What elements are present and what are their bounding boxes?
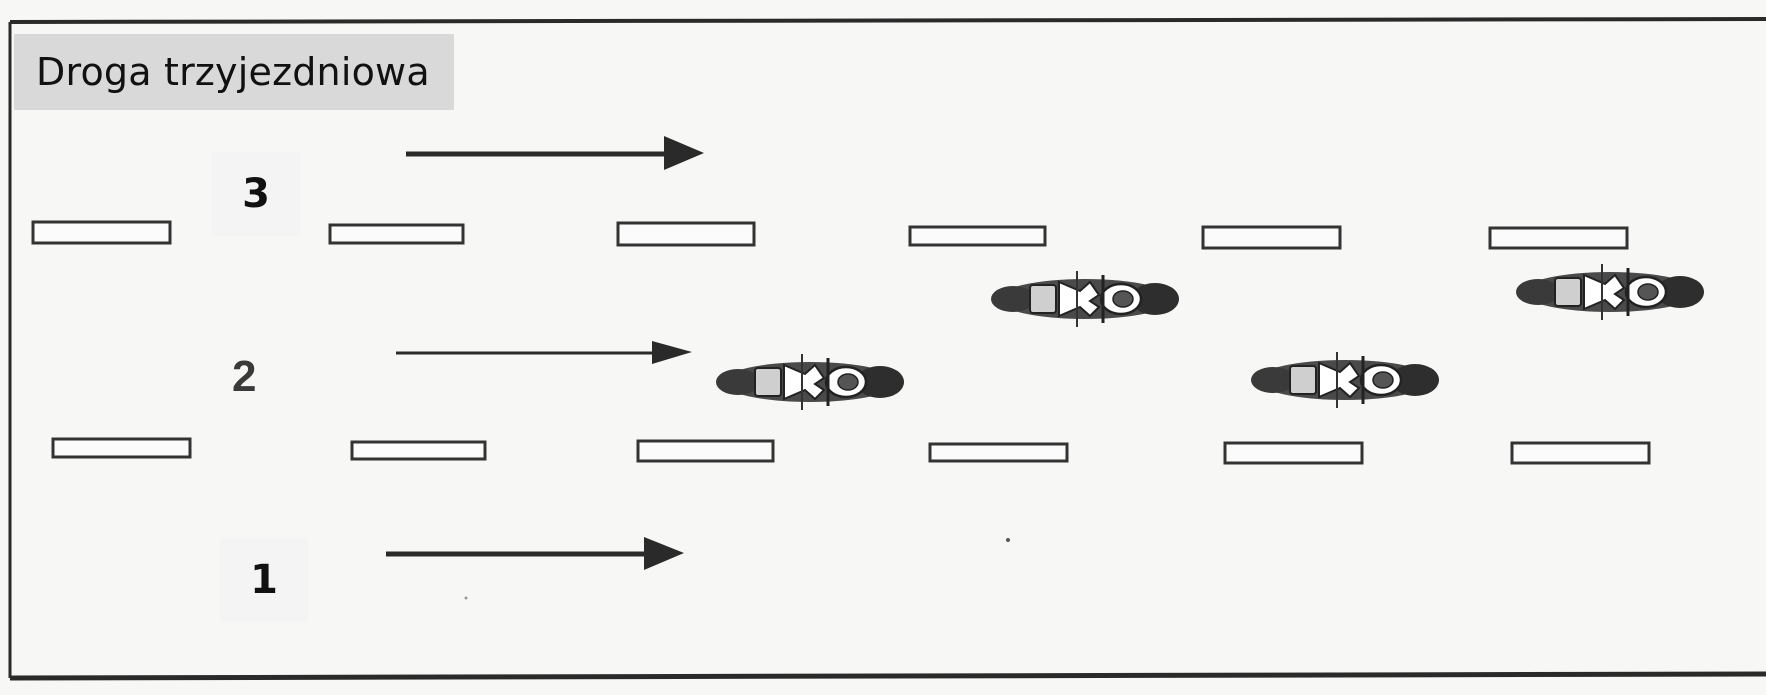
lane-marking (928, 442, 1069, 463)
lane-marking (31, 220, 172, 245)
direction-arrow-icon (386, 537, 684, 570)
lane-marking (1201, 225, 1342, 250)
lane-marking (1488, 226, 1629, 250)
motorcycle-icon (1249, 350, 1441, 410)
lane-divider-upper (31, 220, 1629, 250)
road-edge-bottom (9, 671, 1766, 681)
motorcycle-icon (1514, 262, 1706, 322)
lane-marking (636, 439, 775, 463)
lane-marking (1223, 441, 1364, 465)
lane-label-3: 3 (212, 152, 300, 236)
diagram-title: Droga trzyjezdniowa (14, 34, 454, 110)
lane-label-1: 1 (220, 538, 308, 622)
motorcycle-icon (714, 352, 906, 412)
motorcycle-icon (989, 269, 1181, 329)
road-edge-top (9, 17, 1766, 24)
lane-marking (616, 221, 756, 247)
lane-marking (328, 223, 465, 245)
lane-divider-lower (51, 437, 1651, 465)
road-speck (464, 596, 468, 600)
lane-label-2: 2 (232, 352, 257, 401)
lane-marking (350, 440, 487, 461)
road-speck (1006, 538, 1010, 542)
lane-marking (1510, 441, 1651, 465)
lane-marking (51, 437, 192, 459)
direction-arrow-icon (406, 136, 704, 170)
lane-marking (908, 225, 1047, 247)
direction-arrow-icon (396, 341, 692, 364)
